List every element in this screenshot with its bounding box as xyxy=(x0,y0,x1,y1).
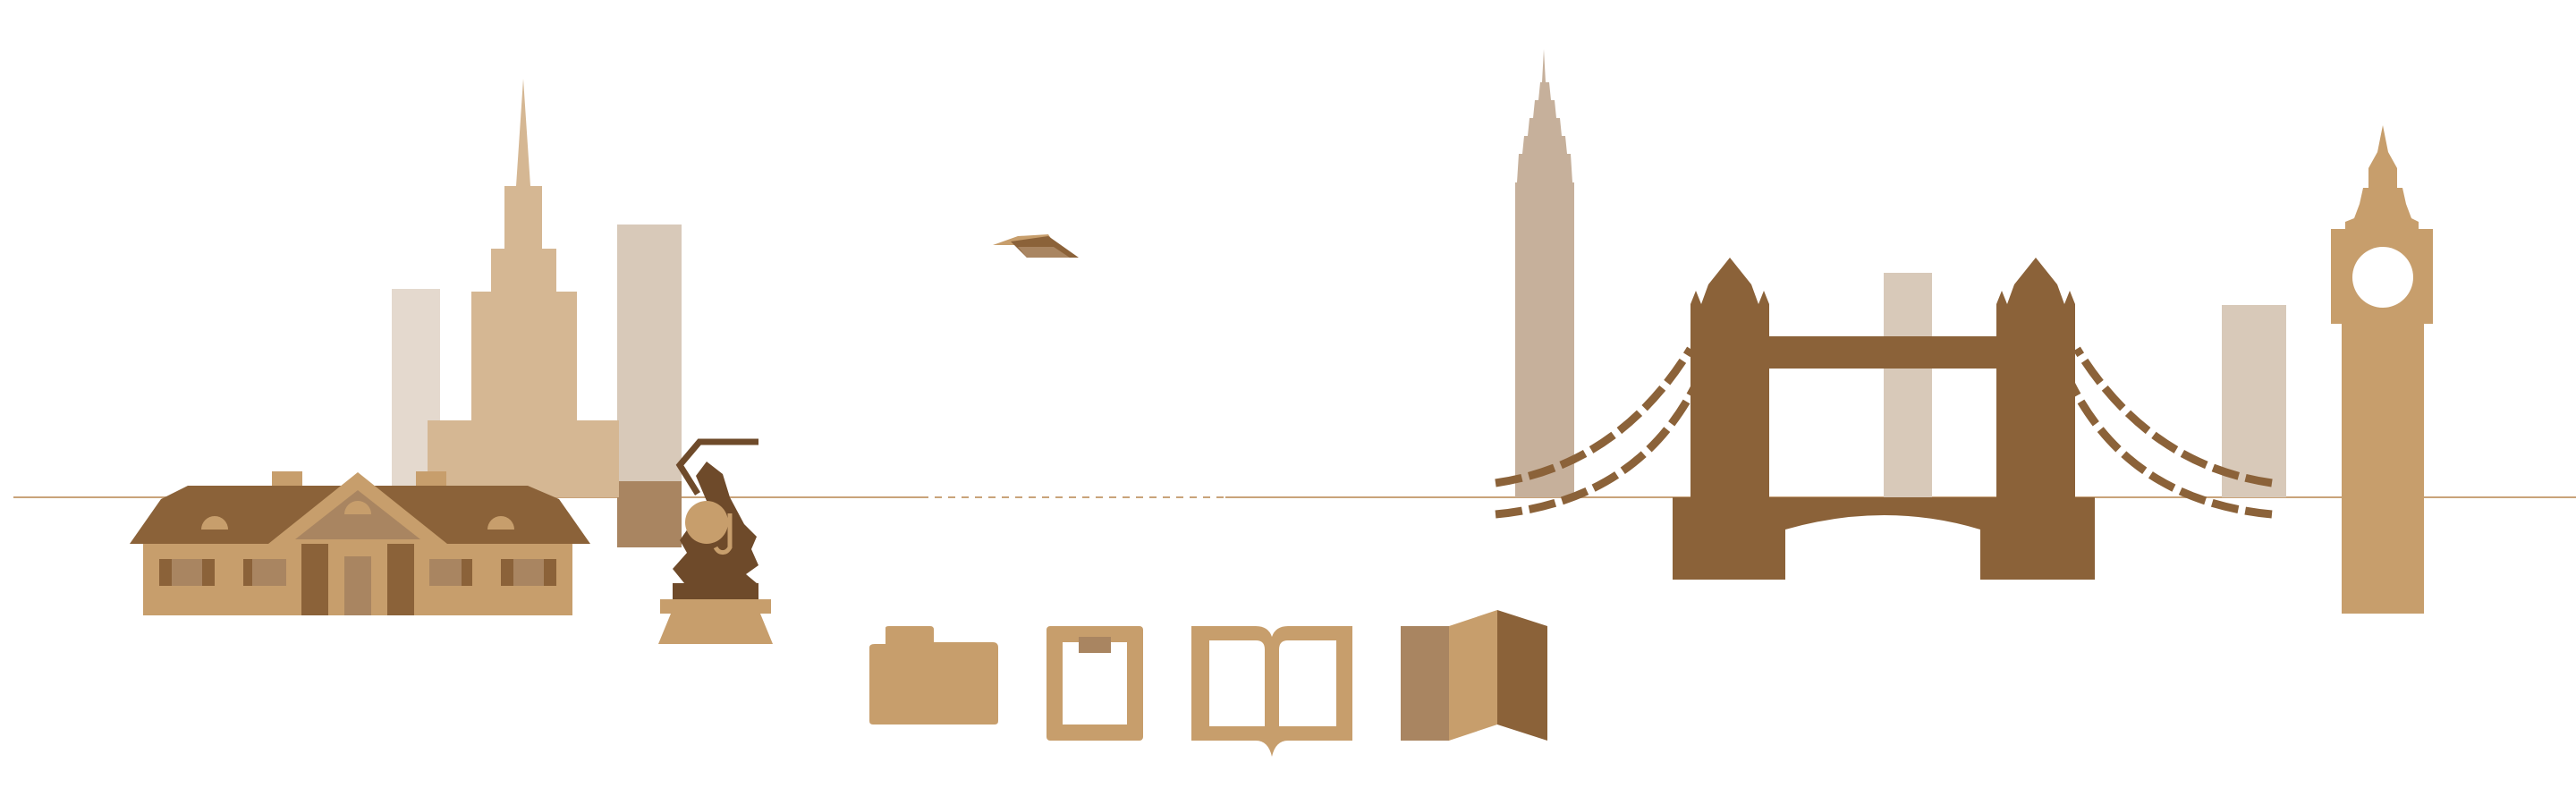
manor-windows xyxy=(159,559,556,586)
clock-face xyxy=(2352,247,2413,308)
open-book-icon xyxy=(1191,626,1352,757)
pale-tower xyxy=(2222,305,2286,497)
manor-house xyxy=(130,471,590,615)
bridge-tower-left xyxy=(1690,258,1769,546)
portico-inner xyxy=(295,490,420,539)
statue-base xyxy=(673,583,758,599)
manor-door xyxy=(344,556,371,615)
chimney xyxy=(416,471,446,487)
empire-state-building xyxy=(1515,49,1574,497)
dormer-window xyxy=(201,516,228,530)
folded-map-icon xyxy=(1401,610,1547,741)
statue-pedestal xyxy=(658,599,773,644)
manor-column xyxy=(387,544,414,615)
mermaid-sword xyxy=(675,438,758,496)
manor-column xyxy=(301,544,328,615)
mermaid-statue xyxy=(658,438,773,644)
paper-plane-icon xyxy=(993,234,1079,258)
mermaid-shield xyxy=(685,501,728,544)
bridge-tower-right xyxy=(1996,258,2075,546)
bridge-deck xyxy=(1673,497,2095,580)
highrise-tower-base xyxy=(617,481,682,547)
bridge-walkway xyxy=(1753,336,2007,369)
pale-tower xyxy=(1884,273,1932,497)
big-ben xyxy=(2331,125,2433,614)
dormer-window xyxy=(344,501,371,514)
bridge-chains xyxy=(1495,346,2273,519)
tower-bridge xyxy=(1495,258,2273,580)
palace-of-culture xyxy=(428,79,619,497)
dormer-window xyxy=(487,516,514,530)
folder-icon xyxy=(869,626,998,724)
photo-frame-icon xyxy=(1046,626,1143,741)
chimney xyxy=(272,471,302,487)
